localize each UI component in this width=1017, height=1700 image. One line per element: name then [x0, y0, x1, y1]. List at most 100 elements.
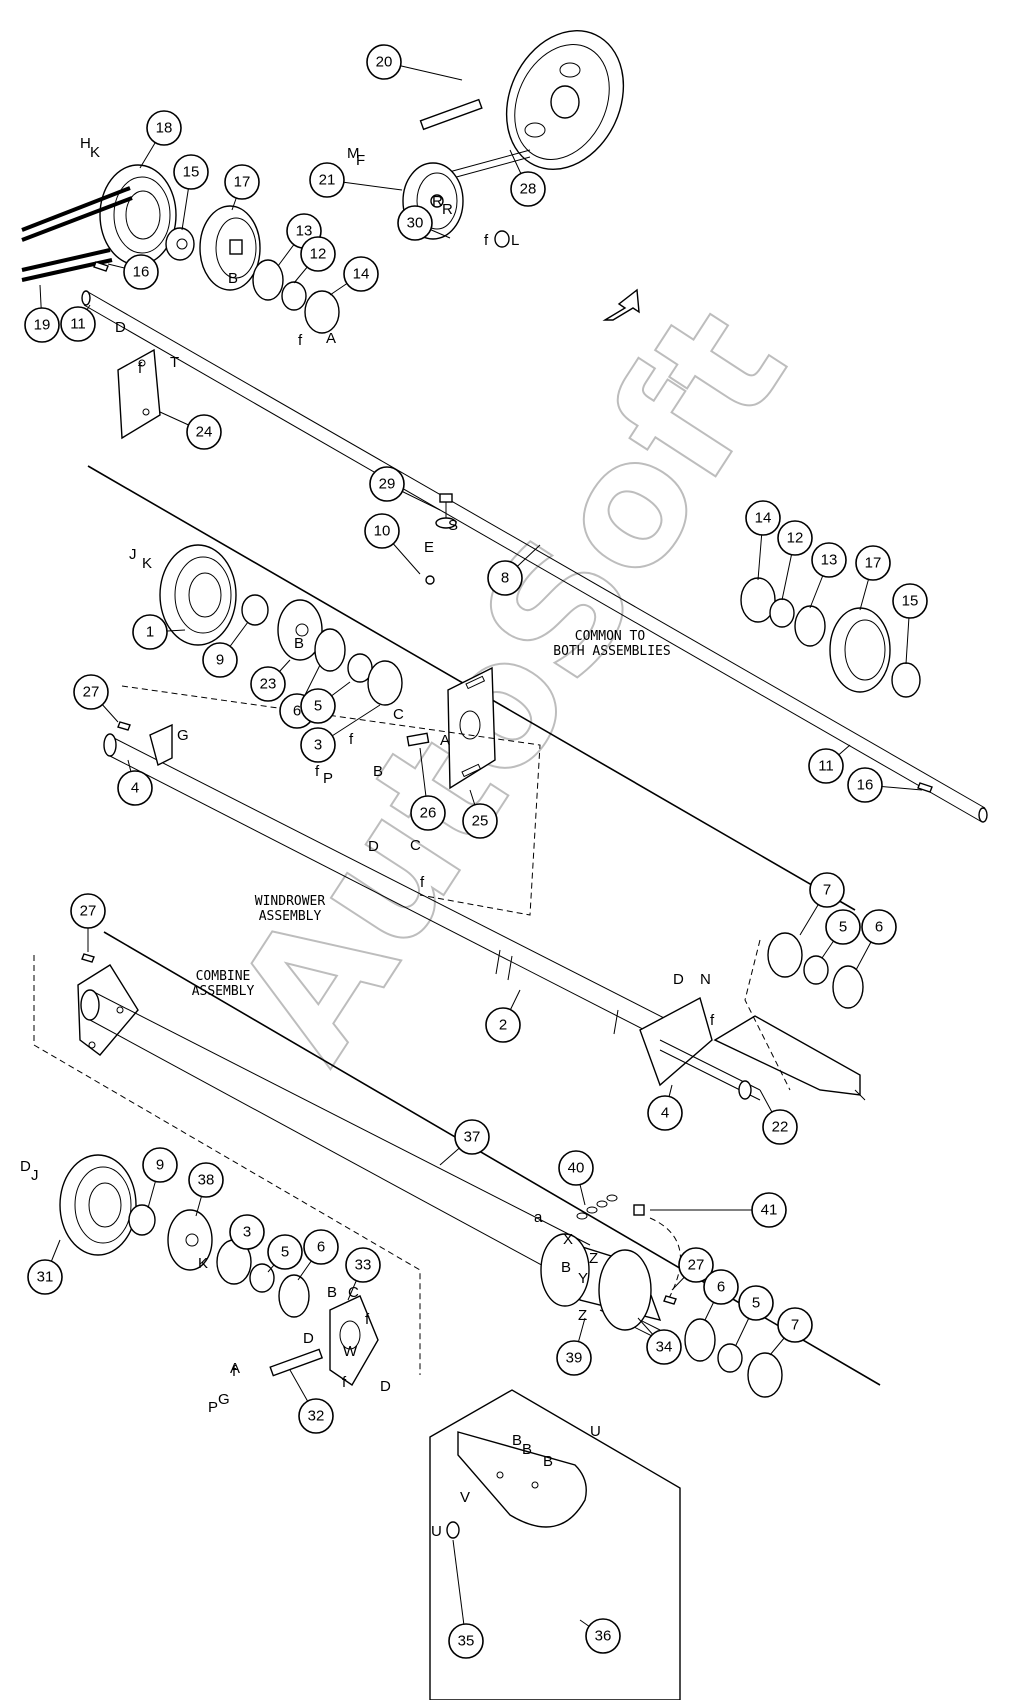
sprocket-17-top: [199, 205, 261, 291]
hardware-letter: R: [432, 193, 443, 210]
tube-2: [103, 733, 669, 1043]
callout-number: 4: [131, 780, 139, 797]
cylinder-39: [540, 1233, 662, 1331]
callout-number: 18: [156, 120, 173, 137]
callout-22: 22: [759, 1089, 798, 1145]
callout-number: 27: [83, 684, 100, 701]
callout-number: 3: [314, 737, 322, 754]
hub-15-right: [891, 662, 921, 698]
sprocket-17-right: [829, 607, 891, 693]
callout-number: 16: [133, 264, 150, 281]
callout-number: 27: [80, 903, 97, 920]
callout-number: 39: [566, 1350, 583, 1367]
callout-39: 39: [556, 1317, 592, 1376]
bearing-12-top: [281, 281, 307, 311]
hardware-letter: F: [356, 152, 365, 169]
hardware-letter: D: [115, 319, 126, 336]
callout-7: 7: [769, 1307, 813, 1356]
hardware-letter: B: [228, 270, 238, 287]
callout-number: 17: [865, 555, 882, 572]
flangette-13-top: [252, 259, 284, 301]
note-windrower-line2: ASSEMBLY: [259, 909, 322, 924]
hardware-letter: E: [424, 539, 434, 556]
callout-number: 3: [243, 1224, 251, 1241]
flangette-6-combine: [278, 1274, 310, 1318]
hardware-letter: M: [347, 145, 360, 162]
hardware-letter: f: [342, 1374, 347, 1391]
hardware-letter: K: [90, 144, 100, 161]
hardware-letter: f: [484, 232, 489, 249]
callout-number: 23: [260, 676, 277, 693]
hardware-letter: B: [327, 1284, 337, 1301]
hardware-letter: B: [522, 1441, 532, 1458]
callout-10: 10: [364, 513, 421, 575]
callout-number: 17: [234, 174, 251, 191]
hardware-letter: S: [448, 517, 458, 534]
flangette-6-combine-right: [684, 1318, 716, 1362]
callout-32: 32: [289, 1369, 334, 1434]
callout-number: 19: [34, 317, 51, 334]
group-line-combine: [33, 955, 421, 1375]
hardware-letter: G: [177, 727, 189, 744]
hardware-letter: T: [170, 354, 179, 371]
hardware-letter: N: [700, 971, 711, 988]
callout-number: 38: [198, 1172, 215, 1189]
hardware-letter: B: [512, 1432, 522, 1449]
hardware-letter: L: [511, 232, 519, 249]
callout-27: 27: [73, 674, 119, 723]
end-plate-windrower: [639, 996, 761, 1101]
hardware-letter: f: [710, 1012, 715, 1029]
callout-18: 18: [139, 110, 182, 169]
note-windrower: WINDROWER ASSEMBLY: [255, 894, 326, 924]
hardware-letter: A: [326, 330, 336, 347]
bolt-29: [435, 493, 457, 529]
callout-number: 22: [772, 1119, 789, 1136]
callout-33: 33: [345, 1247, 381, 1301]
callout-34: 34: [637, 1317, 682, 1365]
callout-number: 8: [501, 570, 509, 587]
callout-15: 15: [892, 583, 928, 665]
callout-number: 24: [196, 424, 213, 441]
hardware-letter: U: [431, 1523, 442, 1540]
direction-arrow: [602, 288, 640, 321]
hardware-letter: D: [368, 838, 379, 855]
callout-8: 8: [487, 544, 541, 596]
callout-7: 7: [799, 872, 845, 936]
hardware-letter: B: [561, 1259, 571, 1276]
hardware-letter: U: [590, 1423, 601, 1440]
plate-23: [277, 599, 323, 661]
callout-11: 11: [808, 744, 851, 784]
shaft-common: [81, 290, 988, 823]
hardware-letter: G: [218, 1391, 230, 1408]
callout-number: 26: [420, 805, 437, 822]
end-plate-combine: [77, 964, 139, 1056]
callout-5: 5: [821, 909, 861, 959]
callout-4: 4: [117, 759, 153, 806]
hardware-letter: f: [138, 360, 143, 377]
strap-26: [406, 732, 430, 747]
pin-27-combine: [81, 953, 95, 963]
pulley-31: [59, 1154, 137, 1256]
note-common-line1: COMMON TO: [575, 629, 646, 644]
callout-number: 7: [791, 1317, 799, 1334]
hardware-letter: Z: [589, 1250, 598, 1267]
plate-24: [117, 348, 161, 440]
callout-13: 13: [809, 542, 847, 609]
hardware-letter: A: [440, 732, 450, 749]
callout-number: 33: [355, 1257, 372, 1274]
callout-24: 24: [159, 411, 222, 450]
flangette-6-right: [832, 965, 864, 1009]
callout-6: 6: [297, 1229, 339, 1281]
hardware-letter: P: [323, 770, 333, 787]
note-combine-line2: ASSEMBLY: [192, 984, 255, 999]
callout-21: 21: [309, 162, 403, 198]
hub-9-combine: [128, 1204, 156, 1236]
callout-number: 5: [752, 1295, 760, 1312]
callout-number: 9: [156, 1157, 164, 1174]
callout-6: 6: [703, 1269, 739, 1321]
hardware-letter: Z: [578, 1307, 587, 1324]
callout-number: 13: [296, 223, 313, 240]
callout-number: 32: [308, 1408, 325, 1425]
note-common-line2: BOTH ASSEMBLIES: [553, 644, 670, 659]
